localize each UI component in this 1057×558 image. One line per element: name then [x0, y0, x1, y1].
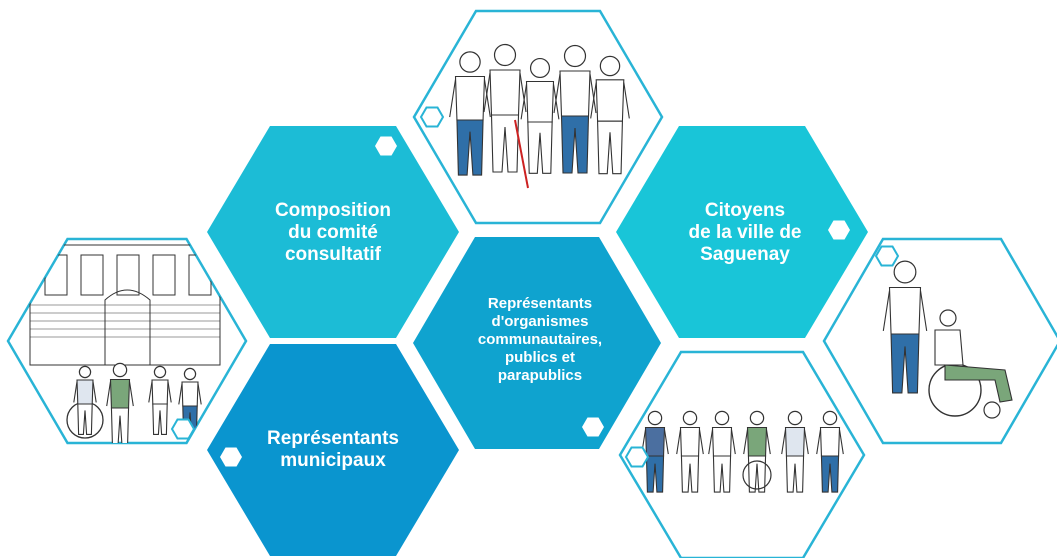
hexagon-composition	[207, 126, 459, 338]
hexagon-municipaux	[207, 344, 459, 556]
label-municipaux: Représentants municipaux	[267, 428, 399, 471]
label-citoyens: Citoyens de la ville de Saguenay	[688, 200, 802, 265]
hexagon-citoyens	[616, 126, 868, 338]
label-organismes: Représentants d'organismes communautaire…	[477, 295, 603, 384]
hexagon-organismes	[413, 237, 661, 449]
people-walking-illustration	[412, 9, 664, 225]
hexagon-badges	[170, 106, 900, 468]
label-composition: Composition du comité consultatif	[274, 200, 392, 265]
building-wheelchair-illustration	[6, 237, 248, 445]
diverse-group-illustration	[618, 350, 866, 558]
wheelchair-helper-illustration	[822, 237, 1057, 445]
